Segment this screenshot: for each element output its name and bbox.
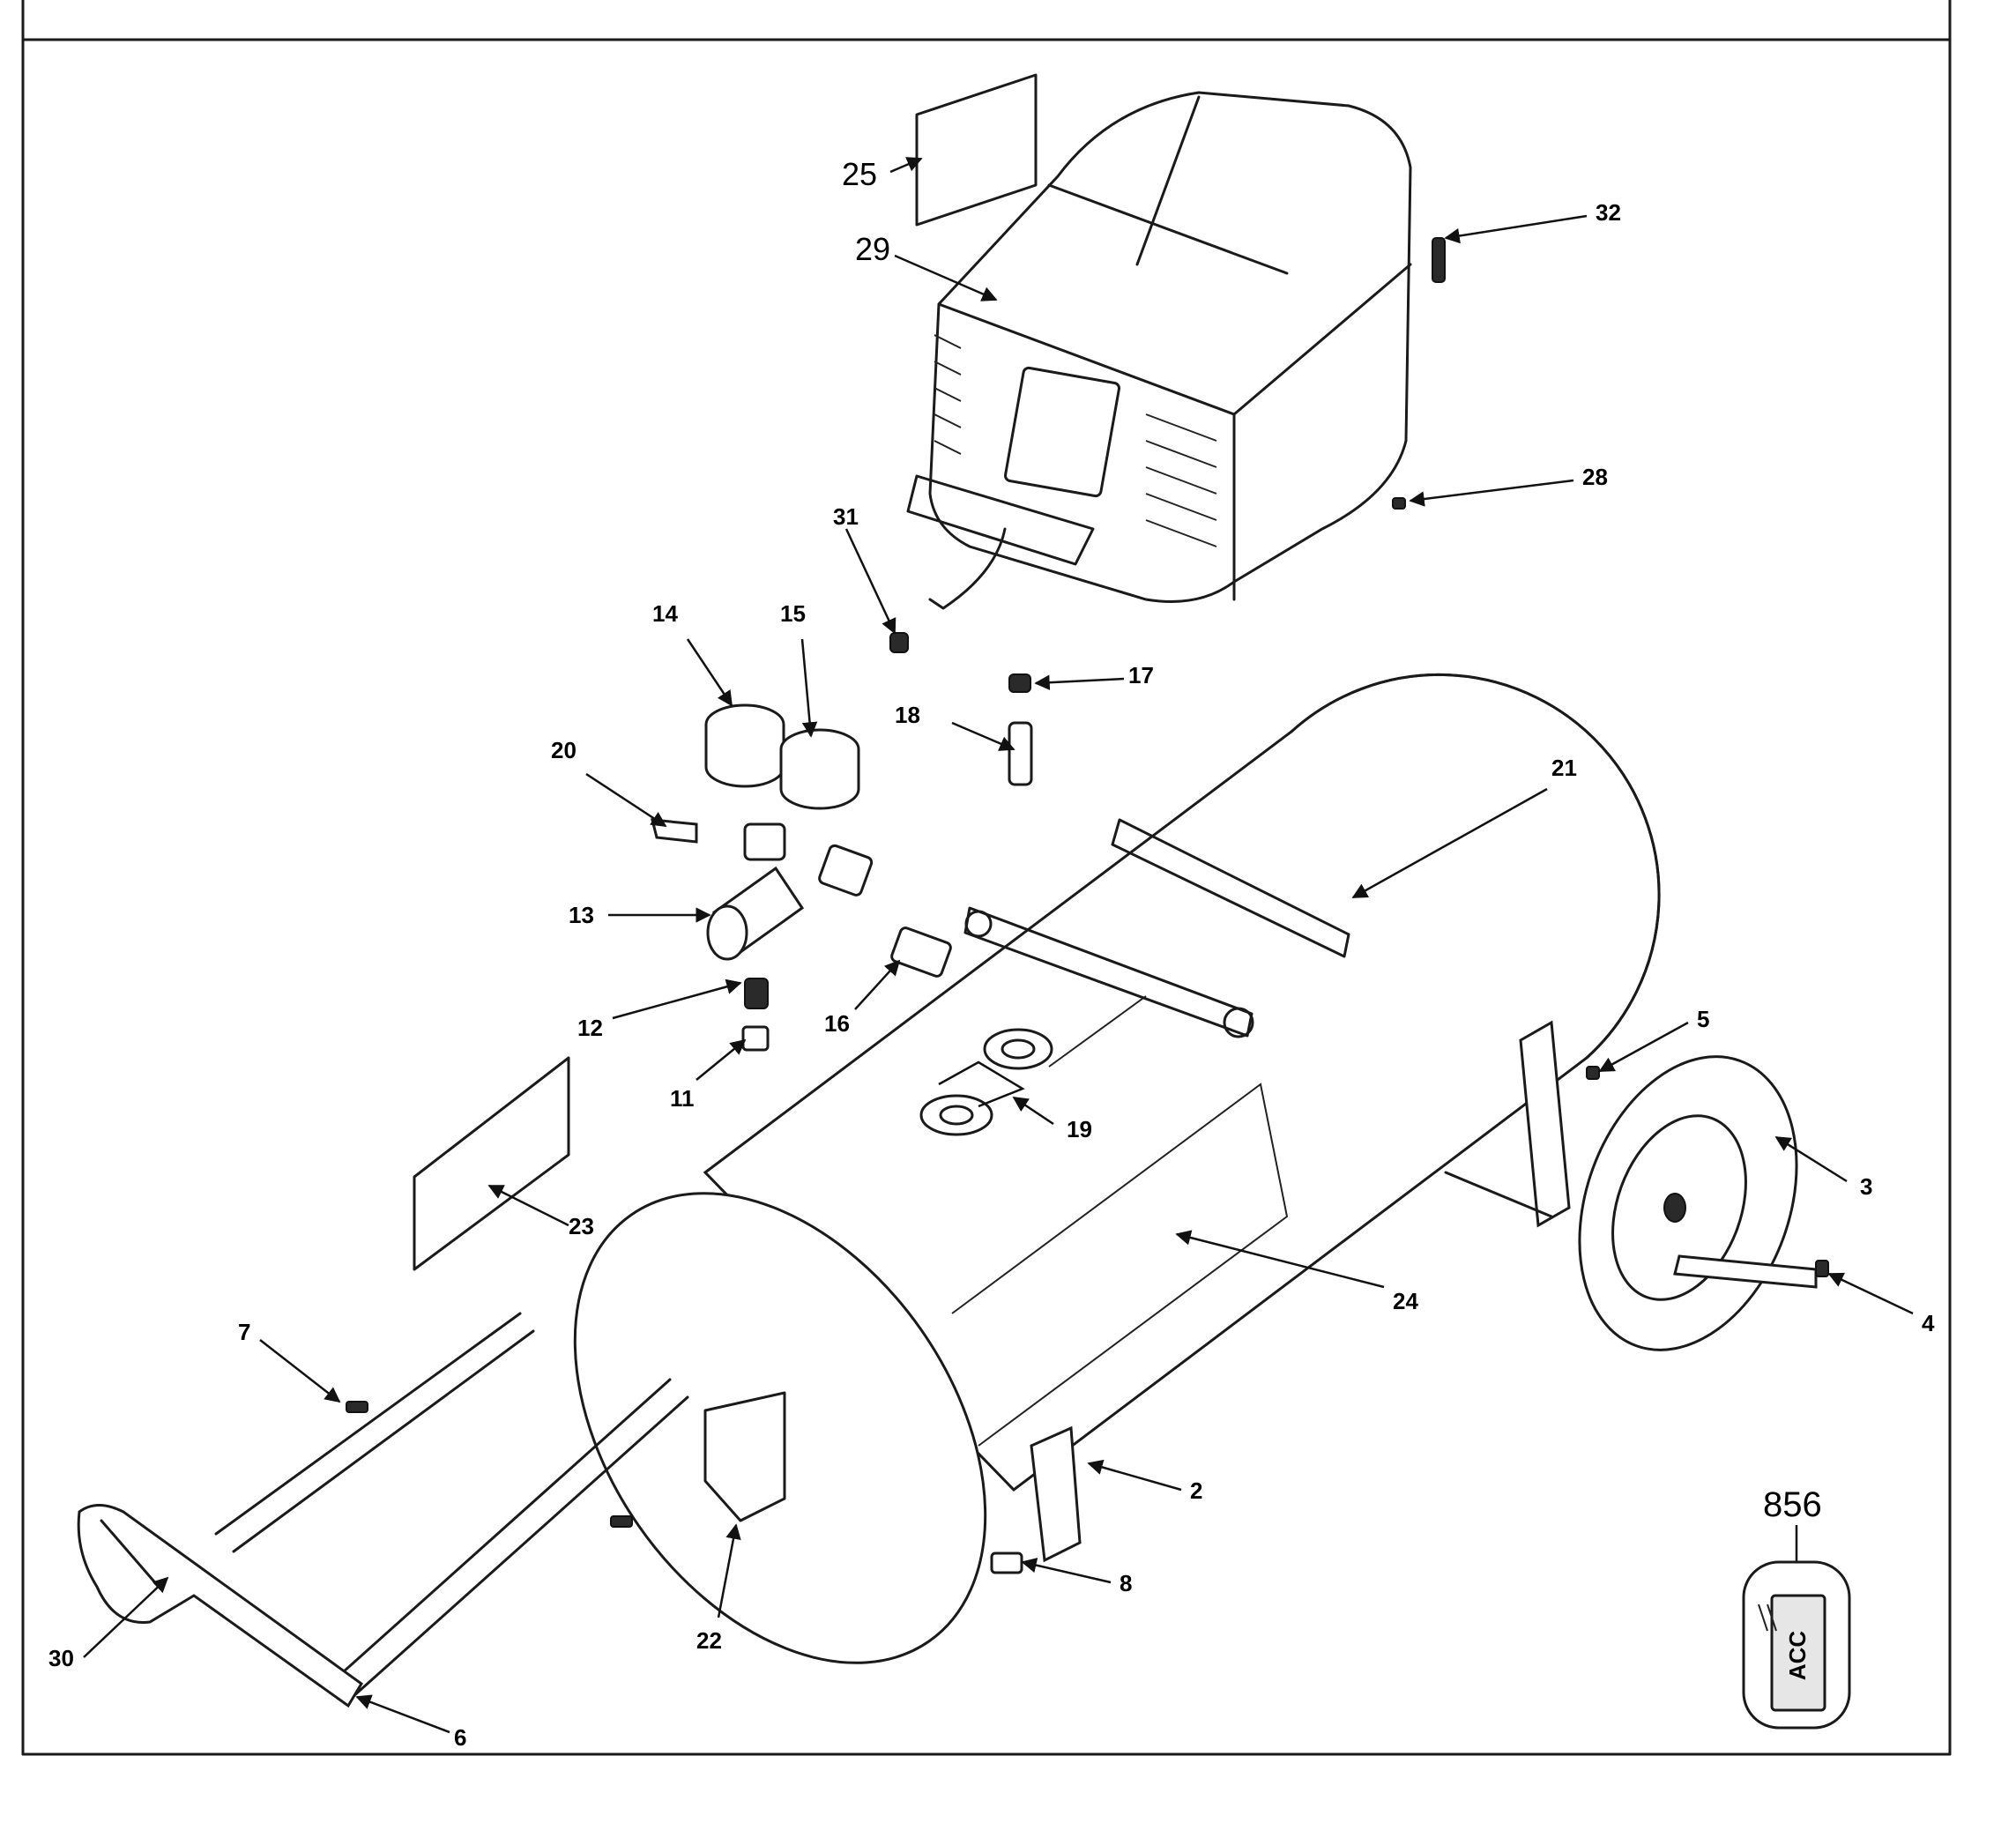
accessory-badge: 856 ACC (1742, 1485, 1851, 1730)
compressor-shroud (906, 91, 1412, 610)
callout-20: 20 (551, 737, 577, 763)
callout-16: 16 (824, 1010, 850, 1037)
badge-number: 856 (1763, 1485, 1822, 1524)
callout-11: 11 (670, 1085, 695, 1112)
handle-assembly (77, 1312, 689, 1708)
leader-lines (83, 157, 1914, 1734)
callout-7: 7 (238, 1319, 250, 1345)
tank-brackets (963, 818, 1350, 1038)
decals (413, 73, 1038, 1522)
callout-22: 22 (696, 1627, 722, 1654)
air-tank (573, 673, 1661, 1664)
callout-2: 2 (1190, 1477, 1202, 1504)
callout-21: 21 (1551, 755, 1577, 781)
wheel (1578, 1055, 1798, 1351)
callout-23: 23 (569, 1213, 594, 1239)
callout-6: 6 (454, 1724, 466, 1751)
regulator-manifold (706, 822, 874, 961)
callout-30: 30 (48, 1645, 74, 1671)
callout-labels: 25 29 32 28 31 14 15 17 18 20 21 13 12 1… (48, 156, 1935, 1751)
callout-25: 25 (842, 156, 877, 192)
callout-32: 32 (1596, 199, 1621, 226)
callout-8: 8 (1120, 1570, 1132, 1596)
callout-13: 13 (569, 902, 594, 928)
callout-5: 5 (1697, 1006, 1709, 1032)
callout-29: 29 (855, 231, 890, 267)
callout-31: 31 (833, 503, 859, 530)
callout-12: 12 (577, 1015, 603, 1041)
callout-3: 3 (1860, 1173, 1872, 1200)
badge-text: ACC (1784, 1631, 1811, 1681)
fittings (346, 237, 1829, 1574)
callout-18: 18 (895, 702, 920, 728)
callout-17: 17 (1128, 662, 1154, 688)
callout-28: 28 (1582, 464, 1608, 490)
callout-4: 4 (1922, 1310, 1935, 1336)
callout-14: 14 (652, 600, 678, 627)
tank-coupling-19 (919, 1028, 1053, 1136)
callout-24: 24 (1393, 1288, 1418, 1314)
diagram-frame (21, 0, 1952, 1756)
callout-19: 19 (1067, 1116, 1092, 1142)
callout-15: 15 (780, 600, 806, 627)
shroud-vent-slots (934, 334, 1217, 547)
tank-feet (1030, 1020, 1571, 1563)
